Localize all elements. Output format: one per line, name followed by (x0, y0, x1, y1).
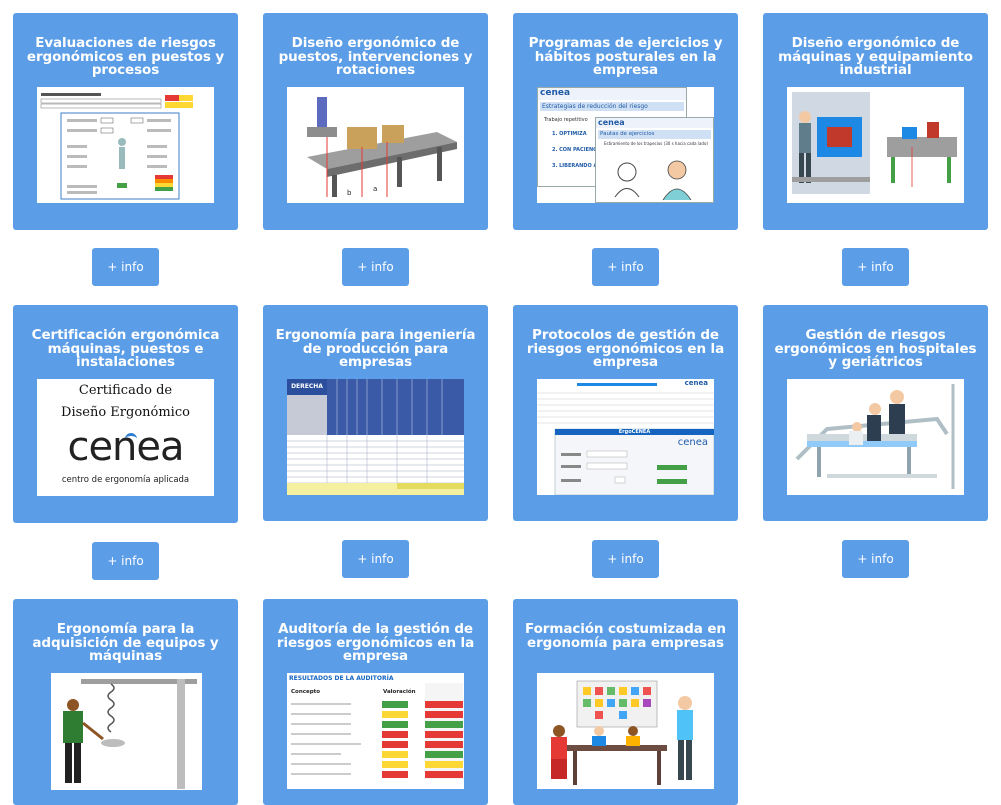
audit-results-table-icon: RESULTADOS DE LA AUDITORÍA Concepto Valo… (287, 673, 464, 789)
slide-item: 2. CON PACIENCIA (552, 147, 603, 153)
certificate-logo-icon: Certificado de Diseño Ergonómico cenea c… (37, 379, 214, 496)
service-card[interactable]: Ergonomía para la adquisición de equipos… (13, 599, 238, 805)
service-title: Ergonomía para la adquisición de equipos… (32, 621, 219, 664)
service-title: Certificación ergonómica máquinas, puest… (31, 327, 220, 370)
more-info-button[interactable]: + info (92, 248, 159, 286)
brand-logo: cenea (538, 88, 686, 100)
protocol-software-icon: cenea ErgoCENEA cenea (537, 379, 714, 495)
more-info-button[interactable]: + info (842, 248, 909, 286)
service-card[interactable]: Diseño ergonómico de puestos, intervenci… (263, 13, 488, 230)
column-header: Valoración (383, 689, 416, 695)
service-title: Programas de ejercicios y hábitos postur… (528, 35, 723, 78)
production-spreadsheet-icon: DERECHA (287, 379, 464, 495)
sheet-header: DERECHA (291, 383, 323, 390)
training-meeting-illustration-icon (537, 673, 714, 789)
cenea-logo: cenea (67, 424, 184, 470)
service-title: Auditoría de la gestión de riesgos ergon… (276, 621, 475, 664)
more-info-button[interactable]: + info (592, 540, 659, 578)
service-card[interactable]: Programas de ejercicios y hábitos postur… (513, 13, 738, 230)
slide-title: Estrategias de reducción del riesgo (540, 102, 684, 111)
more-info-button[interactable]: + info (342, 540, 409, 578)
service-card[interactable]: Diseño ergonómico de máquinas y equipami… (763, 13, 988, 230)
exercise-program-slides-icon: cenea Estrategias de reducción del riesg… (537, 87, 714, 203)
service-card[interactable]: Formación costumizada en ergonomía para … (513, 599, 738, 805)
service-card[interactable]: Protocolos de gestión de riesgos ergonóm… (513, 305, 738, 521)
service-title: Protocolos de gestión de riesgos ergonóm… (526, 327, 725, 370)
slide-subtitle: Trabajo repetitivo (544, 117, 588, 123)
workstation-conveyor-3d-icon: b a (287, 87, 464, 203)
slide-item: 1. OPTIMIZA (552, 131, 587, 137)
machine-design-3d-icon (787, 87, 964, 203)
hospital-patient-lift-icon (787, 379, 964, 495)
brand-logo: cenea (596, 118, 713, 128)
slide-item: Estiramiento de los trapecios (30 s haci… (604, 141, 708, 146)
audit-header: RESULTADOS DE LA AUDITORÍA (289, 675, 394, 682)
ergonomic-evaluation-form-icon (37, 87, 214, 203)
slide-item: 3. LIBERANDO ALTERNA (552, 163, 619, 169)
brand-logo: cenea (677, 437, 708, 448)
more-info-button[interactable]: + info (342, 248, 409, 286)
service-card[interactable]: Evaluaciones de riesgos ergonómicos en p… (13, 13, 238, 230)
service-card[interactable]: Ergonomía para ingeniería de producción … (263, 305, 488, 521)
service-card[interactable]: Certificación ergonómica máquinas, puest… (13, 305, 238, 523)
cenea-tagline: centro de ergonomía aplicada (61, 475, 190, 485)
service-title: Evaluaciones de riesgos ergonómicos en p… (26, 35, 225, 78)
certificate-line: Certificado de (78, 383, 173, 398)
app-title: ErgoCENEA (618, 429, 651, 435)
service-title: Gestión de riesgos ergonómicos en hospit… (774, 327, 977, 370)
slide-title: Pautas de ejercicios (598, 130, 711, 139)
svg-text:b: b (347, 189, 352, 197)
lifting-equipment-operator-icon (51, 673, 202, 790)
more-info-button[interactable]: + info (92, 542, 159, 580)
service-title: Diseño ergonómico de máquinas y equipami… (778, 35, 973, 78)
column-header: Concepto (291, 689, 321, 695)
more-info-button[interactable]: + info (842, 540, 909, 578)
service-card[interactable]: Gestión de riesgos ergonómicos en hospit… (763, 305, 988, 521)
more-info-button[interactable]: + info (592, 248, 659, 286)
service-title: Formación costumizada en ergonomía para … (525, 621, 726, 651)
svg-text:a: a (373, 185, 377, 193)
brand-logo: cenea (684, 379, 708, 387)
service-title: Ergonomía para ingeniería de producción … (275, 327, 476, 370)
service-title: Diseño ergonómico de puestos, intervenci… (278, 35, 473, 78)
certificate-line: Diseño Ergonómico (61, 405, 190, 420)
service-card[interactable]: Auditoría de la gestión de riesgos ergon… (263, 599, 488, 805)
